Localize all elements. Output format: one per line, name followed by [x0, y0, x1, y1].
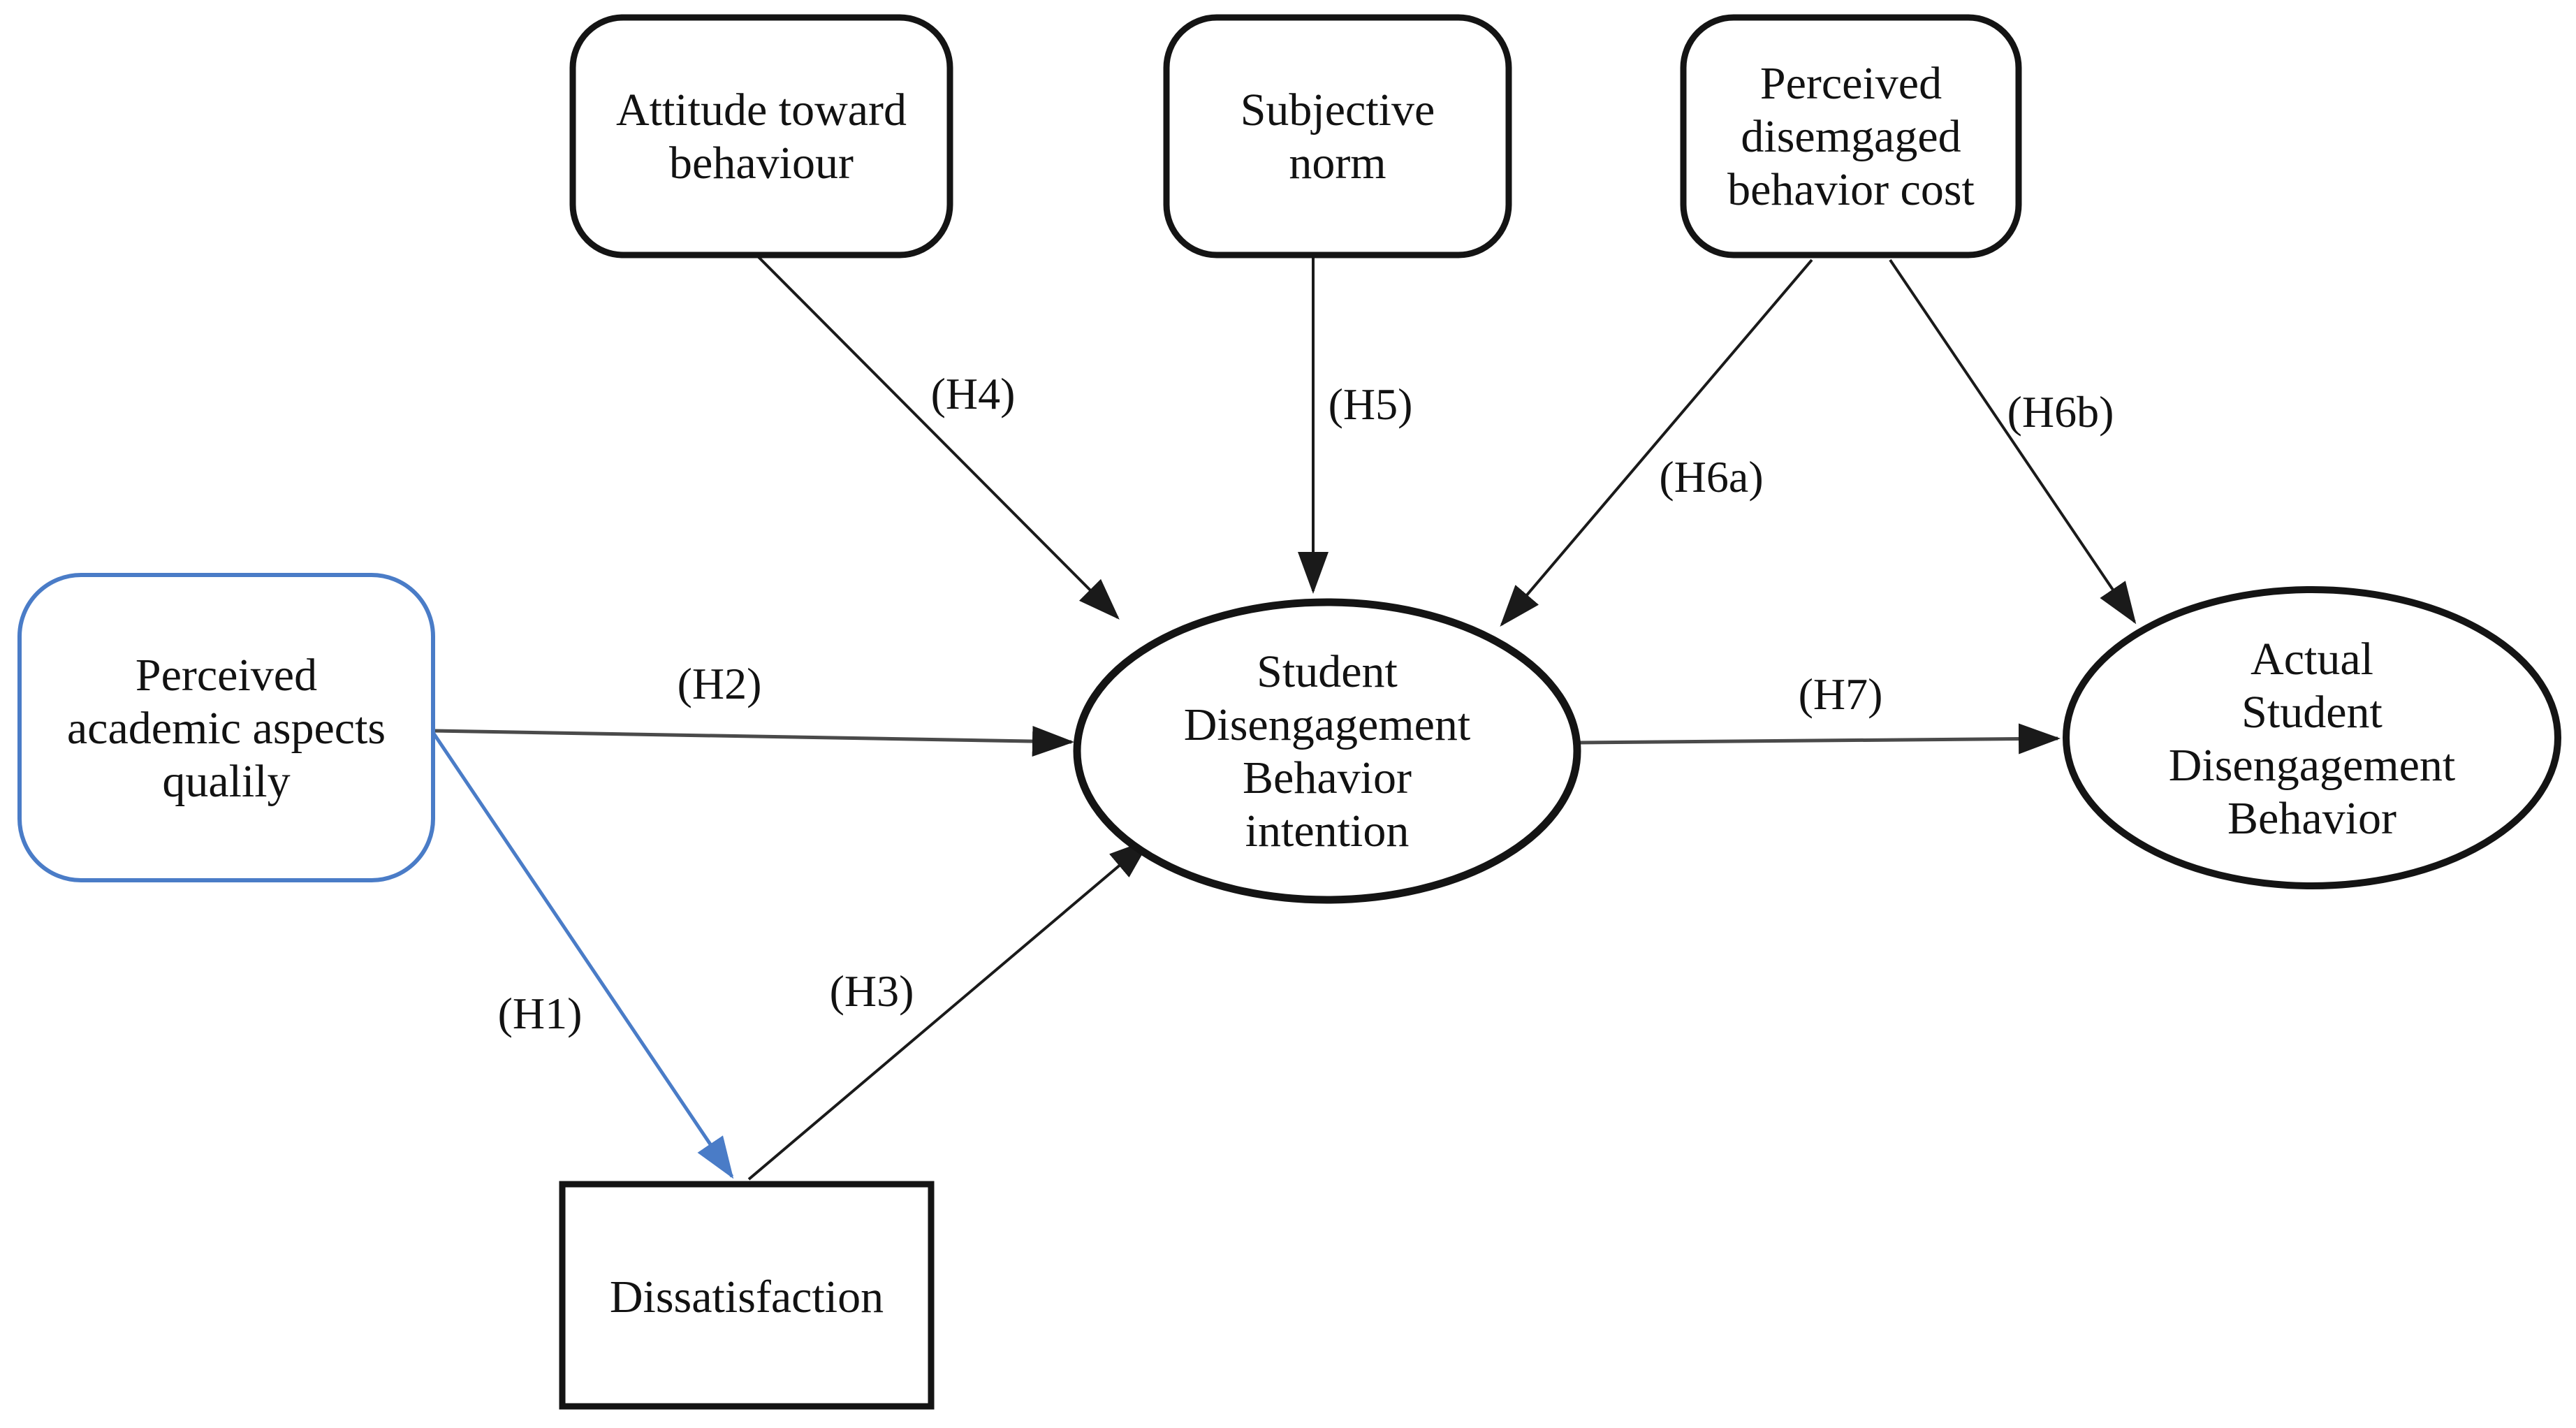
node-academic-quality-box: [17, 573, 435, 882]
edge-h7-line: [1578, 723, 2061, 755]
node-dissatisfaction: Dissatisfaction: [559, 1181, 935, 1410]
node-dissatisfaction-label-line: Dissatisfaction: [610, 1272, 884, 1323]
node-actual-behavior-ellipse: [2063, 586, 2561, 889]
edge-h6a-label: (H6a): [1659, 452, 1763, 502]
node-subjective-norm-label-line: norm: [1289, 138, 1386, 189]
node-perceived-cost-label-line: behavior cost: [1727, 164, 1975, 215]
node-academic-quality-label-line: Perceived: [136, 650, 317, 701]
node-subjective-norm: Subjective norm: [1163, 14, 1512, 258]
node-perceived-cost-label-line: Perceived: [1760, 58, 1942, 109]
node-intention-label-line: Behavior: [1243, 752, 1412, 803]
edge-h6a-line: [1500, 258, 1813, 627]
node-attitude-label-line: behaviour: [669, 138, 854, 189]
node-perceived-cost-label-line: disemgaged: [1741, 111, 1961, 162]
node-intention-label-line: Student: [1257, 646, 1398, 697]
node-attitude: Attitude toward behaviour: [569, 14, 953, 258]
node-actual-behavior: Actual Student Disengagement Behavior: [2063, 586, 2561, 889]
node-academic-quality-label-line: qualily: [162, 756, 290, 807]
node-actual-behavior-label-line: Student: [2241, 687, 2383, 738]
node-attitude-label-line: Attitude toward: [616, 85, 907, 136]
node-dissatisfaction-box: [559, 1181, 935, 1410]
node-intention: Student Disengagement Behavior intention: [1073, 598, 1581, 904]
node-intention-label-line: intention: [1245, 806, 1410, 857]
edge-h1-label: (H1): [498, 989, 583, 1038]
node-attitude-box: [569, 14, 953, 258]
node-subjective-norm-box: [1163, 14, 1512, 258]
edge-h6b-line: [1889, 258, 2137, 625]
node-academic-quality-label-line: academic aspects: [67, 703, 386, 754]
edge-h2-label: (H2): [678, 659, 762, 708]
edge-h5-label: (H5): [1329, 379, 1413, 429]
node-actual-behavior-label-line: Disengagement: [2169, 740, 2456, 791]
node-intention-label-line: Disengagement: [1184, 699, 1471, 750]
node-perceived-cost-box: [1680, 14, 2022, 258]
edge-h3-label: (H3): [830, 966, 914, 1016]
edge-h7-label: (H7): [1799, 669, 1883, 719]
node-perceived-cost: Perceived disemgaged behavior cost: [1680, 14, 2022, 258]
edge-h4-line: [756, 255, 1120, 620]
edge-h6b-label: (H6b): [2007, 387, 2114, 437]
node-actual-behavior-label-line: Actual: [2251, 634, 2373, 685]
node-actual-behavior-label-line: Behavior: [2227, 793, 2396, 844]
node-academic-quality: Perceived academic aspects qualily: [17, 573, 435, 882]
edge-h1-line: [432, 732, 734, 1179]
edge-h3-line: [747, 838, 1152, 1181]
node-intention-ellipse: [1073, 598, 1581, 904]
edge-h4-label: (H4): [931, 369, 1016, 418]
node-subjective-norm-label-line: Subjective: [1241, 85, 1435, 136]
edge-h2-line: [432, 726, 1074, 757]
